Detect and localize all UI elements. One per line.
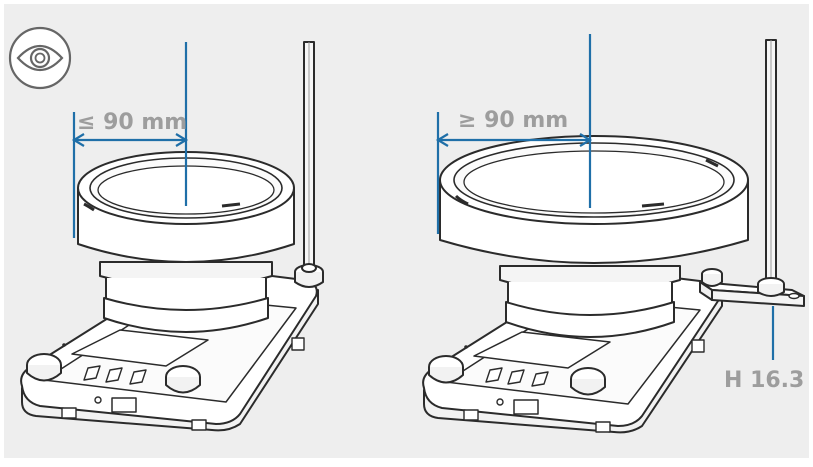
right-dimension-label: ≥ 90 mm: [458, 108, 569, 133]
right-bowl: [439, 135, 749, 264]
left-arrowhead-end: [175, 133, 189, 147]
left-stirrer-assembly: [20, 41, 324, 432]
left-adapter-neck: [99, 261, 273, 333]
right-dimension-lines: [435, 34, 775, 360]
right-arrowhead-end: [579, 133, 593, 147]
left-arrowhead-start: [71, 133, 85, 147]
right-support-rod: [765, 39, 777, 285]
right-adapter-neck: [499, 265, 681, 338]
right-extension-arm: [699, 268, 805, 307]
left-support-rod: [303, 41, 315, 273]
eye-icon: [8, 26, 72, 90]
height-label: H 16.3: [724, 368, 805, 393]
right-arrowhead-start: [435, 133, 449, 147]
right-stirrer-assembly: [422, 39, 805, 434]
left-rod-clamp: [294, 263, 324, 288]
left-dimension-label: ≤ 90 mm: [77, 110, 188, 135]
left-dimension-lines: [71, 42, 189, 238]
